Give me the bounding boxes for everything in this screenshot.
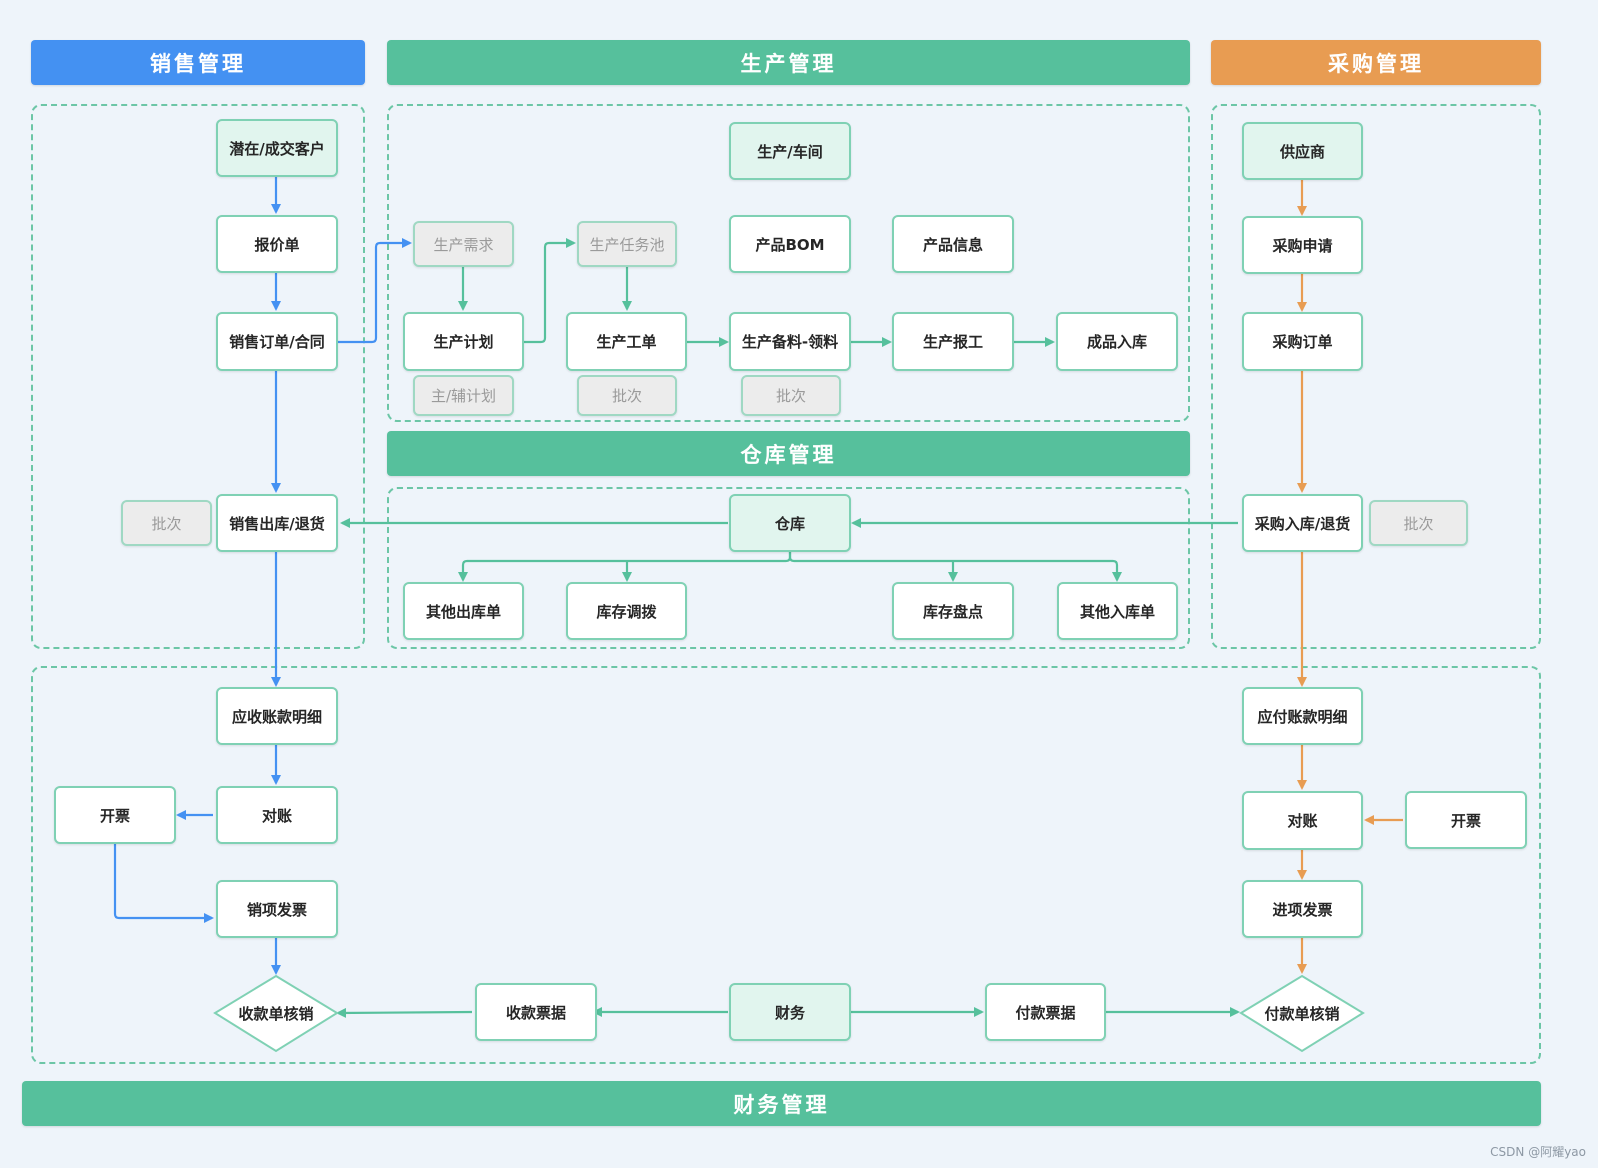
- finance-header: 财务管理: [22, 1081, 1541, 1126]
- node-finished[interactable]: 成品入库: [1056, 312, 1178, 371]
- node-receivable[interactable]: 应收账款明细: [216, 687, 338, 745]
- sales-zone: [31, 104, 365, 649]
- purchase-zone: [1211, 104, 1541, 649]
- node-product-info[interactable]: 产品信息: [892, 215, 1014, 273]
- node-reconcile-ar[interactable]: 对账: [216, 786, 338, 844]
- node-quote[interactable]: 报价单: [216, 215, 338, 273]
- node-purchase-invoice[interactable]: 进项发票: [1242, 880, 1363, 938]
- node-payable[interactable]: 应付账款明细: [1242, 687, 1363, 745]
- node-purchase-inbound[interactable]: 采购入库/退货: [1242, 494, 1363, 552]
- node-purchase-batch[interactable]: 批次: [1369, 500, 1468, 546]
- node-plan[interactable]: 生产计划: [403, 312, 524, 371]
- watermark: CSDN @阿耀yao: [1490, 1145, 1586, 1159]
- node-sales-outbound[interactable]: 销售出库/退货: [216, 494, 338, 552]
- purchase-header: 采购管理: [1211, 40, 1541, 85]
- warehouse-zone: [387, 487, 1190, 649]
- node-customer[interactable]: 潜在/成交客户: [216, 119, 338, 177]
- node-material-batch[interactable]: 批次: [741, 375, 841, 416]
- warehouse-header: 仓库管理: [387, 431, 1190, 476]
- sales-header: 销售管理: [31, 40, 365, 85]
- node-invoice-ap[interactable]: 开票: [1405, 791, 1527, 849]
- node-work-order[interactable]: 生产工单: [566, 312, 687, 371]
- node-bom[interactable]: 产品BOM: [729, 215, 851, 273]
- node-demand[interactable]: 生产需求: [413, 221, 514, 267]
- node-other-out[interactable]: 其他出库单: [403, 582, 524, 640]
- node-warehouse[interactable]: 仓库: [729, 494, 851, 552]
- node-task-pool[interactable]: 生产任务池: [577, 221, 677, 267]
- node-sales-invoice[interactable]: 销项发票: [216, 880, 338, 938]
- node-material[interactable]: 生产备料-领料: [729, 312, 851, 371]
- node-report[interactable]: 生产报工: [892, 312, 1014, 371]
- node-sales-batch[interactable]: 批次: [121, 500, 212, 546]
- node-purchase-order[interactable]: 采购订单: [1242, 312, 1363, 371]
- node-invoice-ar[interactable]: 开票: [54, 786, 176, 844]
- node-stocktake[interactable]: 库存盘点: [892, 582, 1014, 640]
- node-workshop[interactable]: 生产/车间: [729, 122, 851, 180]
- node-reconcile-ap[interactable]: 对账: [1242, 791, 1363, 850]
- node-sub-plan[interactable]: 主/辅计划: [413, 375, 514, 416]
- node-finance[interactable]: 财务: [729, 983, 851, 1041]
- node-sales-order[interactable]: 销售订单/合同: [216, 312, 338, 371]
- node-receipt-bill[interactable]: 收款票据: [475, 983, 597, 1041]
- node-transfer[interactable]: 库存调拨: [566, 582, 687, 640]
- node-other-in[interactable]: 其他入库单: [1057, 582, 1178, 640]
- production-header: 生产管理: [387, 40, 1190, 85]
- node-workorder-batch[interactable]: 批次: [577, 375, 677, 416]
- node-purchase-request[interactable]: 采购申请: [1242, 216, 1363, 274]
- node-payment-bill[interactable]: 付款票据: [985, 983, 1106, 1041]
- finance-zone: [31, 666, 1541, 1064]
- node-supplier[interactable]: 供应商: [1242, 122, 1363, 180]
